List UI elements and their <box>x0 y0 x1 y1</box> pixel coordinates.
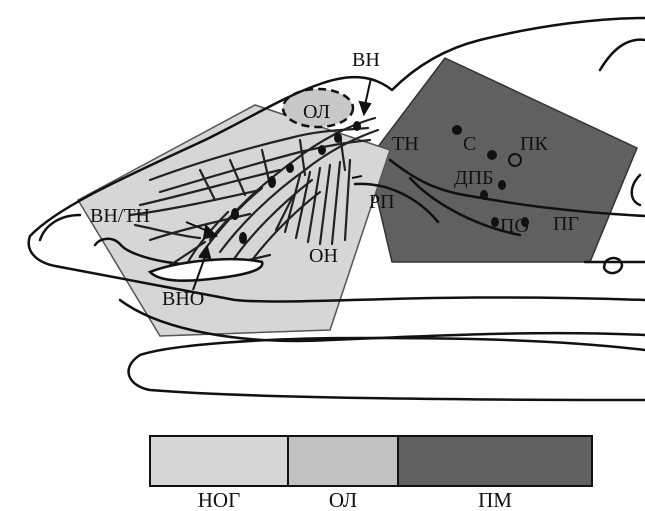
legend-label-pm: ПМ <box>478 488 512 511</box>
legend-label-nog: НОГ <box>198 488 240 511</box>
label-dpb: ДПБ <box>454 167 494 189</box>
label-po: ПО <box>500 215 529 237</box>
label-pk: ПК <box>520 133 548 155</box>
label-vn-tn: ВН/ТН <box>90 205 150 227</box>
label-vn: ВН <box>352 49 380 71</box>
label-pg: ПГ <box>553 213 579 235</box>
legend-swatch-pm <box>398 436 592 486</box>
label-rp: РП <box>369 191 395 213</box>
label-on: ОН <box>309 245 338 267</box>
legend: НОГ ОЛ ПМ <box>150 436 592 511</box>
label-s: С <box>463 133 476 155</box>
legend-swatch-ol <box>288 436 398 486</box>
legend-swatch-nog <box>150 436 288 486</box>
label-vno: ВНО <box>162 288 204 310</box>
label-tn: ТН <box>392 133 419 155</box>
legend-label-ol: ОЛ <box>329 488 357 511</box>
label-ol: ОЛ <box>303 101 330 123</box>
